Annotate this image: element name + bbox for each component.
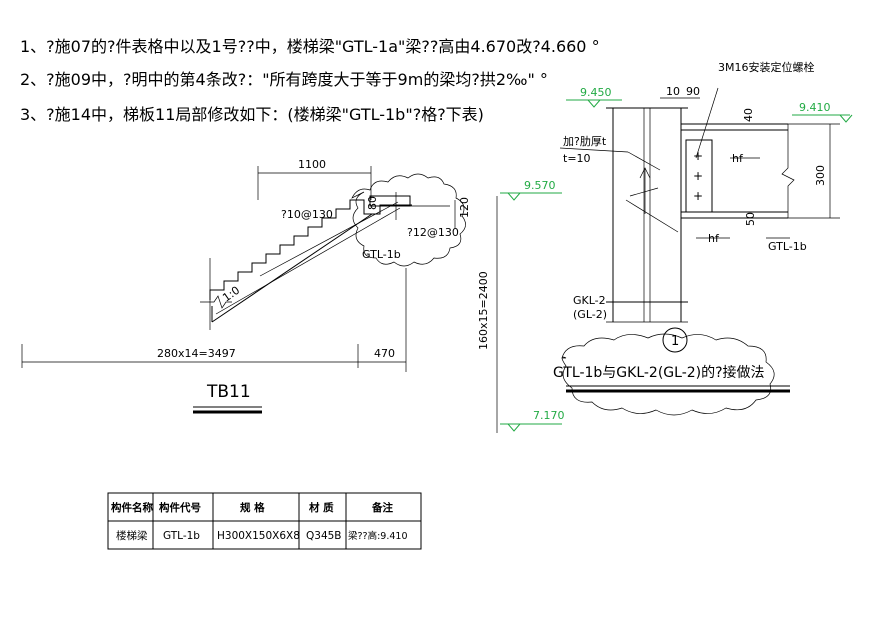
stiffener-thickness: t=10	[563, 152, 591, 165]
dim-90: 90	[686, 85, 700, 98]
beam-label-right: GTL-1b	[768, 240, 807, 253]
end-plate	[685, 139, 713, 213]
bolt-icon-2: +	[693, 169, 703, 183]
dim-120: 120	[458, 197, 471, 218]
column-label-1: GKL-2	[573, 294, 606, 307]
detail-number: 1	[671, 334, 679, 349]
slab-soffit	[211, 213, 373, 323]
table-cell-name: 楼梯梁	[116, 529, 148, 542]
table-header-material: 材 质	[308, 501, 334, 514]
connection-detail: + + + 3M16安装定位螺栓 加?肋厚t t=10 hf hf 10 90 …	[553, 60, 853, 416]
elev-marker-7170: 7.170	[500, 409, 565, 432]
bolt-leader	[695, 87, 719, 159]
weld-line-2	[625, 199, 679, 233]
note-2: 2、?施09中，?明中的第4条改?："所有跨度大于等于9m的梁均?拱2‰" °	[20, 70, 548, 89]
beam-gtl1b-section	[369, 195, 411, 207]
dim-40: 40	[742, 108, 755, 122]
revision-cloud-title	[561, 333, 775, 416]
rebar-lower	[215, 207, 401, 315]
elev-marker-9410: 9.410	[792, 101, 853, 123]
table-cell-spec: H300X150X6X8	[217, 530, 300, 542]
detail-number-circle	[662, 327, 688, 353]
table-header-code: 构件代号	[159, 501, 201, 514]
elev-marker-9450: 9.450	[566, 86, 622, 108]
dim-50: 50	[744, 212, 757, 226]
note-1: 1、?施07的?件表格中以及1号??中，楼梯梁"GTL-1a"梁??高由4.67…	[20, 37, 600, 56]
dim-80: 80	[366, 196, 379, 210]
revision-cloud-beam	[351, 173, 466, 267]
elev-9450: 9.450	[580, 86, 612, 99]
weld-symbol-1: hf	[732, 152, 744, 165]
dim-300: 300	[814, 165, 827, 186]
stiffener-note-leader	[559, 147, 629, 153]
detail-title: GTL-1b与GKL-2(GL-2)的?接做法	[553, 364, 765, 381]
note-3: 3、?施14中，梯板11局部修改如下：(楼梯梁"GTL-1b"?格?下表)	[20, 105, 484, 124]
table-cell-remark: 梁??高:9.410	[348, 530, 407, 542]
dim-10: 10	[666, 85, 680, 98]
bolt-icon-1: +	[693, 149, 703, 163]
beam-break	[781, 124, 795, 218]
bolt-note: 3M16安装定位螺栓	[718, 60, 815, 74]
drawing-title-tb11: TB11	[206, 382, 251, 402]
dim-1100: 1100	[298, 158, 326, 171]
beam-label-left: GTL-1b	[362, 248, 401, 261]
elev-9570: 9.570	[524, 179, 556, 192]
table-header-spec: 规 格	[240, 501, 265, 514]
break-symbol	[200, 295, 232, 309]
table-header-remark: 备注	[371, 501, 393, 514]
dim-2400: 160x15=2400	[477, 271, 490, 350]
dim-3497: 280x14=3497	[157, 347, 236, 360]
dim-470: 470	[374, 347, 395, 360]
stair-section-tb11: 1100 80 120 ?10@130 ?12@130 GTL-1b 1:0 2…	[21, 158, 565, 433]
elev-9410: 9.410	[799, 101, 831, 114]
elev-7170: 7.170	[533, 409, 565, 422]
rebar-upper	[259, 201, 399, 277]
rebar-label-1: ?10@130	[281, 208, 333, 221]
table-header-name: 构件名称	[111, 501, 153, 514]
weld-line-1	[629, 187, 659, 197]
column-label-2: (GL-2)	[573, 308, 607, 321]
notes-block: 1、?施07的?件表格中以及1号??中，楼梯梁"GTL-1a"梁??高由4.67…	[20, 37, 600, 124]
stair-steps	[209, 199, 412, 300]
table-cell-code: GTL-1b	[163, 530, 200, 542]
weld-symbol-2: hf	[708, 232, 720, 245]
member-table: 构件名称 构件代号 规 格 材 质 备注 楼梯梁 GTL-1b H300X150…	[107, 492, 422, 550]
rebar-label-2: ?12@130	[407, 226, 459, 239]
bolt-icon-3: +	[693, 189, 703, 203]
stiffener-leader	[627, 151, 661, 171]
stiffener-note: 加?肋厚t	[563, 134, 607, 148]
elev-marker-9570: 9.570	[500, 179, 562, 201]
table-cell-material: Q345B	[306, 530, 342, 542]
